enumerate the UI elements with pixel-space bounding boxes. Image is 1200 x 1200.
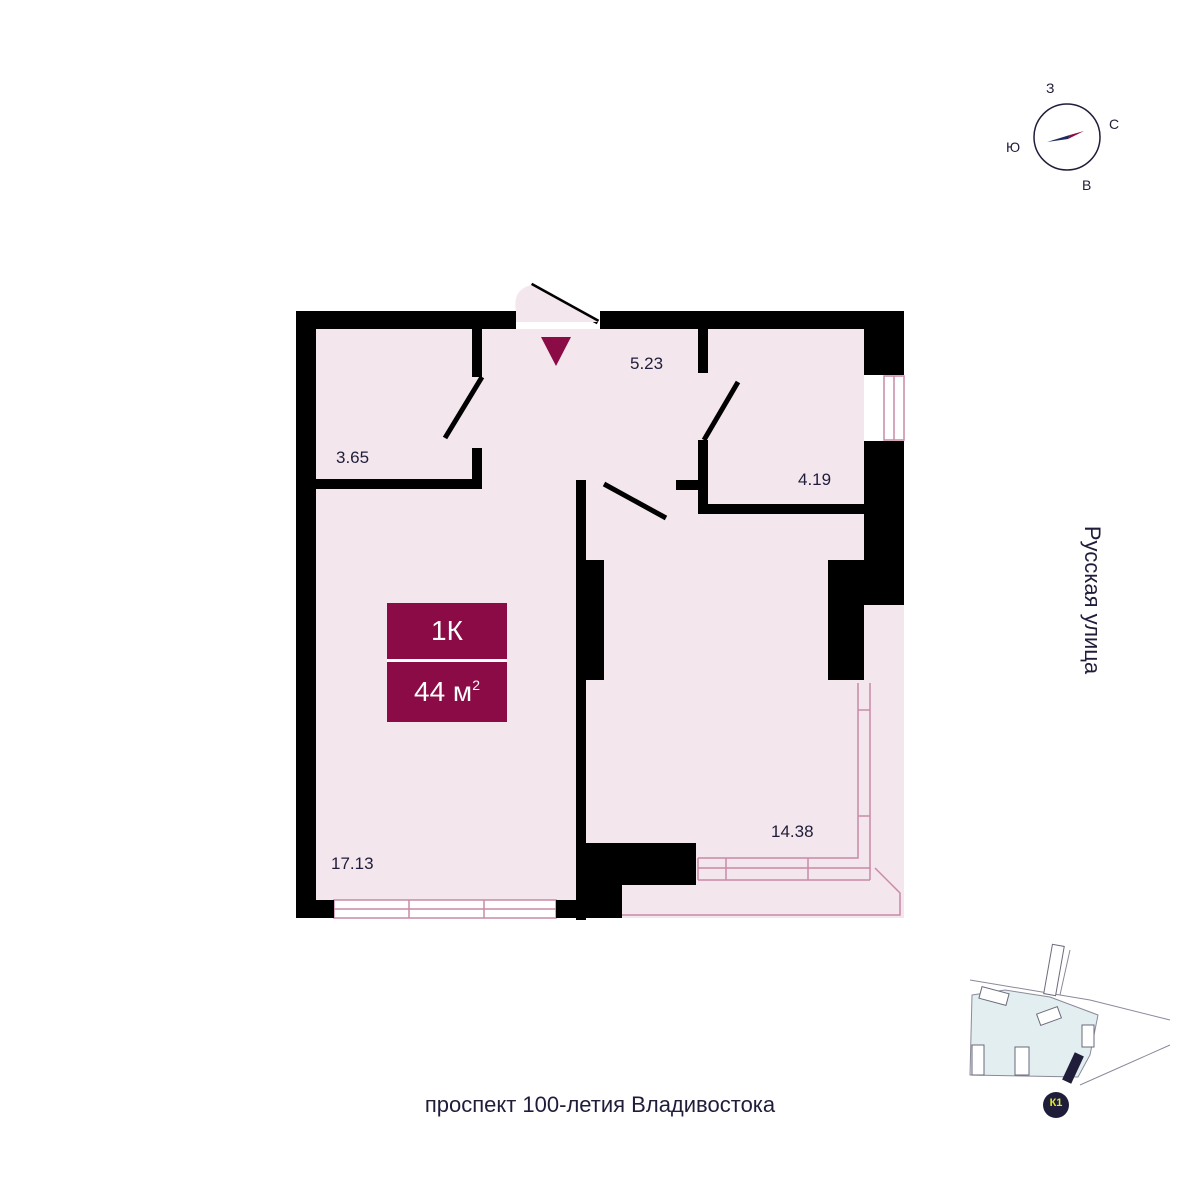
street-right-label: Русская улица — [1080, 525, 1105, 675]
walls — [296, 311, 904, 920]
room-area-living: 17.13 — [331, 854, 374, 873]
compass-rose-icon — [1033, 103, 1101, 171]
compass-north-label: З — [1046, 80, 1055, 96]
entrance-arrow-icon — [541, 337, 571, 366]
room-area-hall: 5.23 — [630, 354, 664, 373]
site-plan-building-label: К1 — [1049, 1097, 1063, 1109]
room-area-storage: 3.65 — [336, 448, 370, 467]
compass-west-label: Ю — [1006, 139, 1021, 155]
apartment-type: 1К — [431, 615, 463, 646]
room-area-bedroom: 14.38 — [771, 822, 814, 841]
apartment-area: 44 м — [414, 676, 473, 707]
apartment-area-unit-sup: 2 — [472, 677, 480, 693]
entry-door-swing — [515, 285, 598, 322]
site-plan-k1-marker-icon — [1043, 1092, 1069, 1118]
badge-divider — [387, 659, 507, 662]
site-plan-building-k1 — [1062, 1052, 1084, 1084]
street-bottom-label: проспект 100-летия Владивостока — [424, 1092, 776, 1117]
compass-south-label: В — [1082, 177, 1092, 193]
apartment-type-badge: 1К — [387, 603, 507, 659]
site-plan-map — [969, 943, 1171, 1118]
balcony-railing — [622, 683, 901, 916]
room-area-bathroom: 4.19 — [798, 470, 832, 489]
compass-east-label: С — [1109, 116, 1120, 132]
